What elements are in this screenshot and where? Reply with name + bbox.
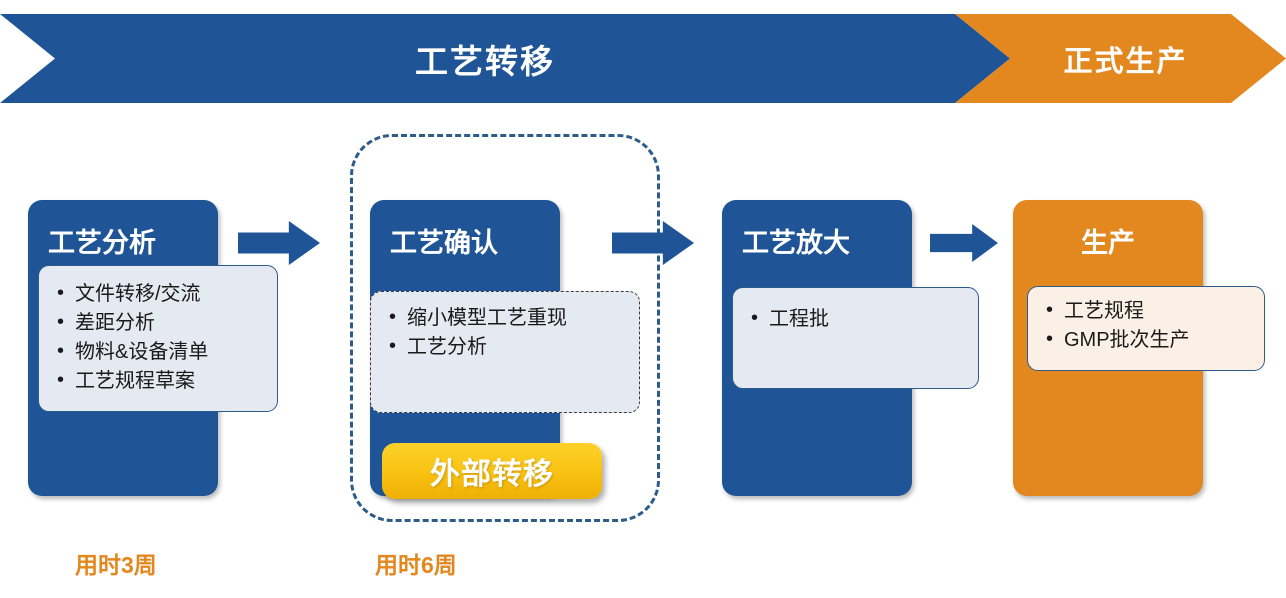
stage-title-process-analysis: 工艺分析 <box>48 228 156 258</box>
stage-items-process-confirmation: 缩小模型工艺重现 工艺分析 <box>385 303 639 362</box>
external-transfer-badge-label: 外部转移 <box>430 458 554 491</box>
stage-callout-production: 工艺规程 GMP批次生产 <box>1027 286 1265 371</box>
duration-label-stage-2: 用时6周 <box>375 552 457 578</box>
list-item: GMP批次生产 <box>1042 325 1264 355</box>
duration-label-stage-1: 用时3周 <box>75 552 157 578</box>
stage-items-process-scaleup: 工程批 <box>747 304 978 334</box>
stage-title-process-confirmation: 工艺确认 <box>390 228 498 258</box>
list-item: 工艺规程草案 <box>53 366 277 396</box>
stage-items-production: 工艺规程 GMP批次生产 <box>1042 296 1264 355</box>
stage-title-production: 生产 <box>1081 228 1135 258</box>
external-transfer-badge[interactable]: 外部转移 <box>382 443 602 499</box>
list-item: 差距分析 <box>53 308 277 338</box>
arrow-right-icon <box>930 224 998 262</box>
arrow-right-icon <box>238 221 320 265</box>
list-item: 工艺分析 <box>385 332 639 362</box>
list-item: 工艺规程 <box>1042 296 1264 326</box>
phase-banner-formal-production: 正式生产 <box>955 14 1286 103</box>
list-item: 工程批 <box>747 304 978 334</box>
list-item: 文件转移/交流 <box>53 279 277 309</box>
stage-callout-process-analysis: 文件转移/交流 差距分析 物料&设备清单 工艺规程草案 <box>38 265 278 412</box>
list-item: 缩小模型工艺重现 <box>385 303 639 333</box>
stage-callout-process-scaleup: 工程批 <box>732 287 979 389</box>
stage-callout-process-confirmation: 缩小模型工艺重现 工艺分析 <box>370 291 640 413</box>
phase-banner-process-transfer: 工艺转移 <box>0 14 1010 103</box>
phase-banner-label-formal-production: 正式生产 <box>1063 45 1188 78</box>
list-item: 物料&设备清单 <box>53 337 277 367</box>
stage-items-process-analysis: 文件转移/交流 差距分析 物料&设备清单 工艺规程草案 <box>53 279 277 396</box>
phase-banner-label-process-transfer: 工艺转移 <box>415 42 555 80</box>
external-transfer-group-outline <box>350 134 660 522</box>
stage-title-process-scaleup: 工艺放大 <box>742 228 850 258</box>
